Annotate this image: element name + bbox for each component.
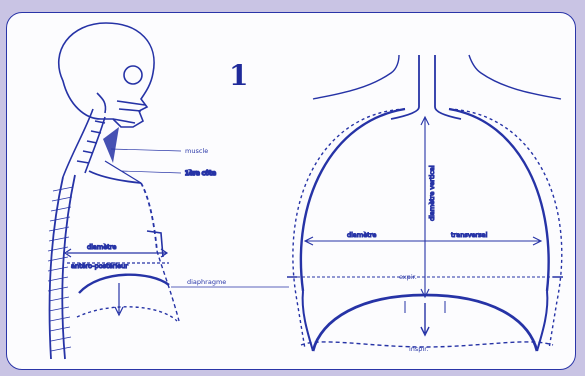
diaphragm-label: diaphragme: [187, 278, 226, 286]
inspiration-label: inspir.: [409, 345, 428, 353]
muscle-label: muscle: [185, 147, 208, 155]
transverse-label-right: transversal: [451, 231, 488, 239]
thorax-diagram: muscle 1ère côte: [7, 13, 576, 370]
vertical-diameter-label: diamètre vertical: [428, 165, 436, 221]
breath-movement: expir. inspir.: [399, 273, 445, 353]
transverse-label-left: diamètre: [347, 231, 376, 239]
neck-muscle: muscle: [103, 127, 208, 163]
thorax-outline: [293, 109, 562, 351]
trachea: [313, 55, 561, 119]
ap-diameter: diamètre antéro-postérieur: [65, 231, 169, 270]
skull-drawing: [59, 23, 154, 127]
vertical-diameter: diamètre vertical: [421, 117, 436, 297]
ap-diameter-label: diamètre: [87, 243, 116, 251]
first-rib-label: 1ère côte: [185, 169, 216, 177]
diaphragm-front: [301, 295, 553, 351]
figure-frame: muscle 1ère côte: [6, 12, 576, 370]
ap-diameter-label-2: antéro-postérieur: [71, 262, 128, 270]
expiration-label: expir.: [399, 273, 417, 281]
rib-cage-side: 1ère côte: [50, 161, 216, 359]
figure-number: 1: [229, 59, 248, 92]
diaphragm-pointer: diaphragme: [171, 278, 289, 287]
